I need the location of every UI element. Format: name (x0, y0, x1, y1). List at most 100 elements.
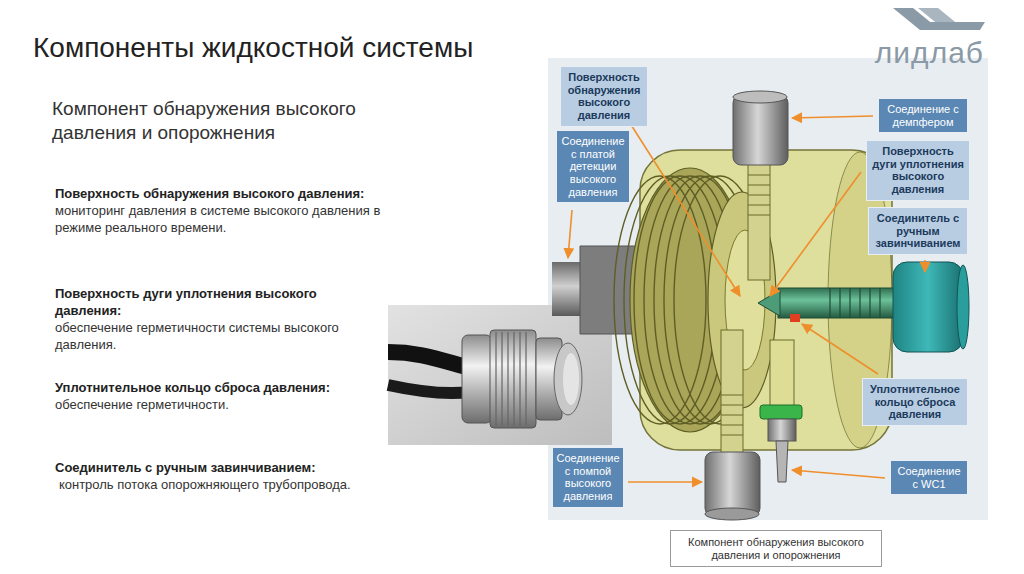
bottom-fitting (721, 330, 743, 460)
relief-part (760, 340, 802, 482)
subheading: Компонент обнаружения высокого давления … (52, 97, 402, 145)
manual-connector (778, 288, 896, 318)
term-heading: Поверхность дуги уплотнения высокого дав… (55, 286, 385, 320)
bottom-fitting (721, 425, 743, 426)
manual-connector (830, 288, 880, 318)
term-description: мониторинг давления в системе высокого д… (55, 203, 400, 237)
bottom-fitting (721, 395, 743, 435)
description-paragraph: Соединитель с ручным завинчиванием:контр… (55, 460, 400, 494)
logo-text: лидлаб (875, 36, 984, 70)
top-fitting (748, 215, 770, 216)
sensor-photo (501, 332, 502, 426)
callout-text: Поверхность обнаружения высокого давлени… (564, 71, 644, 122)
sensor-photo (496, 332, 526, 426)
top-fitting (748, 175, 770, 176)
callout-text: Компонент обнаружения высокого давления … (677, 536, 875, 561)
callout-text: Соединитель с ручным завинчиванием (872, 212, 964, 250)
description-paragraph: Поверхность дуги уплотнения высокого дав… (55, 286, 385, 354)
bottom-fitting (721, 415, 743, 416)
leader-line (792, 470, 885, 478)
top-fitting (748, 205, 770, 206)
sensor-photo (462, 335, 492, 423)
sensor-photo (388, 305, 612, 445)
term-description: обеспечение герметичности системы высоко… (55, 320, 385, 354)
description-paragraph: Поверхность обнаружения высокого давлени… (55, 186, 400, 237)
manual-connector (790, 314, 800, 322)
manual-connector (758, 290, 780, 316)
leader-line (770, 172, 861, 296)
top-fitting (748, 185, 770, 186)
term-heading: Поверхность обнаружения высокого давлени… (55, 186, 400, 203)
sensor-photo (525, 332, 526, 426)
callout-box: Поверхность дуги уплотнения высокого дав… (866, 140, 970, 201)
manual-connector (879, 288, 880, 318)
sensor-photo (495, 332, 496, 426)
bottom-fitting (721, 395, 743, 396)
manual-connector (849, 288, 850, 318)
callout-box: Уплотнительное кольцо сброса давления (862, 378, 968, 426)
manual-connector (869, 288, 870, 318)
relief-part (770, 340, 794, 410)
top-fitting (748, 160, 770, 280)
callout-text: Поверхность дуги уплотнения высокого дав… (870, 145, 966, 196)
manual-connector (893, 262, 963, 352)
sensor-photo (519, 332, 520, 426)
term-description: обеспечение герметичности. (55, 397, 400, 414)
manual-connector (859, 288, 860, 318)
housing (614, 150, 892, 450)
caption-box: Компонент обнаружения высокого давления … (670, 530, 882, 567)
callout-text: Соединение с WC1 (894, 465, 964, 490)
term-heading: Соединитель с ручным завинчиванием: (55, 460, 400, 477)
manual-connector (839, 288, 840, 318)
top-fitting (733, 91, 787, 103)
callout-box: Поверхность обнаружения высокого давлени… (560, 66, 648, 127)
sensor-photo (388, 352, 470, 368)
callout-text: Соединение с помпой высокого давления (556, 452, 620, 503)
top-fitting (733, 91, 788, 280)
manual-connector (758, 262, 969, 352)
housing (624, 176, 716, 424)
bottom-fitting (721, 435, 743, 436)
illustration-ground (548, 58, 988, 520)
sensor-photo (388, 305, 612, 445)
sensor-photo (388, 385, 470, 393)
description-paragraph: Уплотнительное кольцо сброса давления:об… (55, 380, 400, 414)
leader-line (628, 120, 740, 296)
callout-box: Соединение с демпфером (878, 98, 968, 133)
logo-mark (930, 22, 985, 30)
illustration-ground (548, 58, 988, 520)
manual-connector (957, 265, 969, 349)
top-fitting (733, 95, 788, 165)
top-fitting (748, 175, 770, 215)
manual-connector (829, 288, 830, 318)
housing (614, 176, 706, 424)
leader-line (792, 116, 873, 118)
term-heading: Уплотнительное кольцо сброса давления: (55, 380, 400, 397)
logo-mark (893, 8, 985, 30)
callout-box: Соединитель с ручным завинчиванием (868, 207, 968, 255)
sensor-photo (513, 332, 514, 426)
sensor-photo (507, 332, 508, 426)
relief-part (776, 441, 788, 482)
bottom-fitting (721, 405, 743, 406)
callout-text: Соединение с демпфером (882, 103, 964, 128)
leader-line (924, 260, 926, 272)
top-fitting (748, 195, 770, 196)
bottom-fitting (705, 452, 760, 516)
relief-part (760, 405, 802, 419)
callout-text: Уплотнительное кольцо сброса давления (866, 383, 964, 421)
sensor-photo (563, 353, 579, 405)
callout-box: Соединение с WC1 (890, 460, 968, 495)
callout-text: Соединение с платой детекции высокого да… (560, 135, 626, 198)
callout-box: Соединение с платой детекции высокого да… (556, 130, 630, 203)
leader-line (802, 324, 878, 374)
callout-box: Соединение с помпой высокого давления (552, 447, 624, 508)
sensor-photo (490, 330, 536, 428)
bottom-fitting (705, 508, 759, 520)
slide-title: Компоненты жидкостной системы (33, 32, 473, 64)
leader-line (568, 210, 572, 258)
bottom-fitting (705, 330, 760, 520)
leader-line (628, 481, 702, 483)
relief-part (768, 419, 796, 441)
